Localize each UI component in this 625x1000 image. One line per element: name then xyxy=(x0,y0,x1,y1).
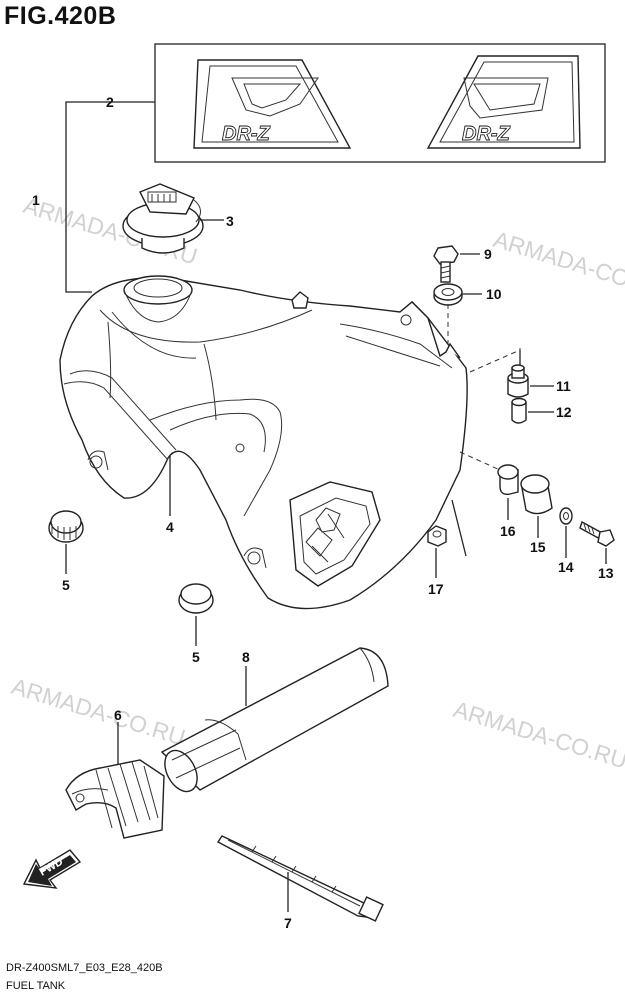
callout-7[interactable]: 7 xyxy=(284,915,292,931)
bolt-9[interactable] xyxy=(433,245,459,283)
bolt-13[interactable] xyxy=(579,520,615,547)
callout-numbers: 1 2 3 4 5 5 6 7 8 9 10 11 12 13 14 15 16… xyxy=(32,94,614,931)
cable-tie-7[interactable] xyxy=(216,835,384,922)
callout-9[interactable]: 9 xyxy=(484,246,492,262)
collar-12[interactable] xyxy=(511,397,527,424)
protector-8[interactable] xyxy=(158,647,389,797)
decal-box xyxy=(154,43,606,163)
callout-1[interactable]: 1 xyxy=(32,192,40,208)
callout-5-center[interactable]: 5 xyxy=(192,649,200,665)
callout-16[interactable]: 16 xyxy=(500,523,516,539)
callout-5-left[interactable]: 5 xyxy=(62,577,70,593)
callout-14[interactable]: 14 xyxy=(558,559,574,575)
cap-5-center[interactable] xyxy=(178,583,214,614)
fwd-arrow: FWD xyxy=(22,849,82,889)
callout-11[interactable]: 11 xyxy=(556,378,571,394)
callout-13[interactable]: 13 xyxy=(598,565,614,581)
fuel-cap[interactable] xyxy=(122,183,204,254)
fuel-tank[interactable] xyxy=(59,275,468,610)
callout-17[interactable]: 17 xyxy=(428,581,444,597)
watermark: ARMADA-CO.RU xyxy=(451,696,625,774)
cushion-11[interactable] xyxy=(507,364,529,398)
watermark: ARMADA-CO.RU xyxy=(491,226,625,304)
section-name: FUEL TANK xyxy=(6,980,66,992)
callout-3[interactable]: 3 xyxy=(226,213,234,229)
cap-5-left[interactable] xyxy=(48,510,84,543)
callout-10[interactable]: 10 xyxy=(486,286,502,302)
decal-left: DR-Z xyxy=(193,59,352,149)
figure-title: FIG.420B xyxy=(4,2,117,30)
bracket-line-lower xyxy=(451,499,467,557)
callout-2[interactable]: 2 xyxy=(106,94,114,110)
callout-bracket-1-2 xyxy=(65,101,155,293)
callout-4[interactable]: 4 xyxy=(166,519,174,535)
callout-6[interactable]: 6 xyxy=(114,707,122,723)
decal-right: DR-Z xyxy=(426,55,581,149)
nut-17[interactable] xyxy=(427,525,447,547)
decal-right-text: DR-Z xyxy=(462,123,511,145)
washer-14[interactable] xyxy=(559,507,573,525)
watermark: ARMADA-CO.RU xyxy=(9,673,189,751)
callout-15[interactable]: 15 xyxy=(530,539,546,555)
callout-8[interactable]: 8 xyxy=(242,649,250,665)
guard-6[interactable] xyxy=(65,759,165,839)
decal-left-text: DR-Z xyxy=(222,123,271,145)
decal-set[interactable]: DR-Z DR-Z xyxy=(154,43,606,163)
cushion-16[interactable] xyxy=(497,464,519,496)
dash-line-16 xyxy=(459,451,501,471)
model-code: DR-Z400SML7_E03_E28_420B xyxy=(6,962,163,974)
grommet-10[interactable] xyxy=(433,283,463,306)
callout-12[interactable]: 12 xyxy=(556,404,572,420)
cushion-15[interactable] xyxy=(520,474,553,515)
